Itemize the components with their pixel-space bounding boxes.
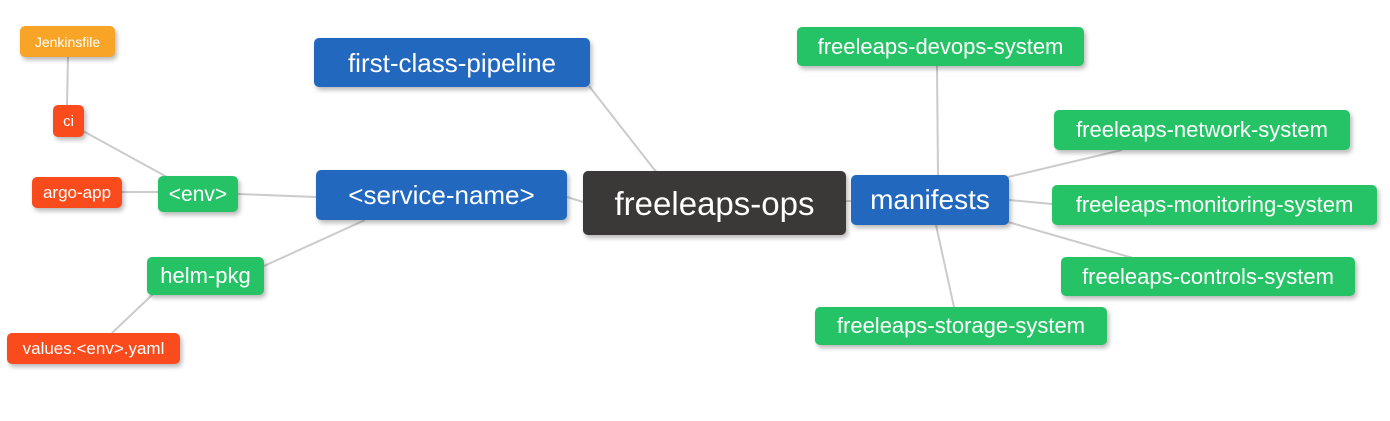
edge-service-name-to-freeleaps-ops [566, 196, 584, 203]
edge-manifests-to-storage-system [935, 224, 955, 308]
node-monitoring-system[interactable]: freeleaps-monitoring-system [1052, 185, 1377, 225]
node-service-name[interactable]: <service-name> [316, 170, 567, 220]
node-env[interactable]: <env> [158, 176, 238, 212]
node-first-class-pipeline[interactable]: first-class-pipeline [314, 38, 590, 87]
node-argo-app[interactable]: argo-app [32, 177, 122, 208]
edge-ci-to-env [82, 130, 168, 178]
edge-manifests-to-controls-system [1007, 221, 1134, 259]
edge-values-env-yaml-to-helm-pkg [111, 293, 154, 334]
edge-env-to-service-name [237, 193, 317, 198]
node-manifests[interactable]: manifests [851, 175, 1009, 225]
edge-helm-pkg-to-service-name [263, 219, 366, 267]
edge-jenkinsfile-to-ci [66, 56, 69, 106]
node-helm-pkg[interactable]: helm-pkg [147, 257, 264, 295]
node-network-system[interactable]: freeleaps-network-system [1054, 110, 1350, 150]
node-freeleaps-ops[interactable]: freeleaps-ops [583, 171, 846, 235]
edge-manifests-to-network-system [1007, 149, 1123, 178]
edge-manifests-to-monitoring-system [1008, 199, 1053, 205]
node-storage-system[interactable]: freeleaps-storage-system [815, 307, 1107, 345]
node-devops-system[interactable]: freeleaps-devops-system [797, 27, 1084, 66]
node-ci[interactable]: ci [53, 105, 84, 137]
node-controls-system[interactable]: freeleaps-controls-system [1061, 257, 1355, 296]
edge-manifests-to-devops-system [936, 65, 939, 176]
node-jenkinsfile[interactable]: Jenkinsfile [20, 26, 115, 57]
node-values-env-yaml[interactable]: values.<env>.yaml [7, 333, 180, 364]
edge-first-class-pipeline-to-freeleaps-ops [588, 85, 658, 174]
